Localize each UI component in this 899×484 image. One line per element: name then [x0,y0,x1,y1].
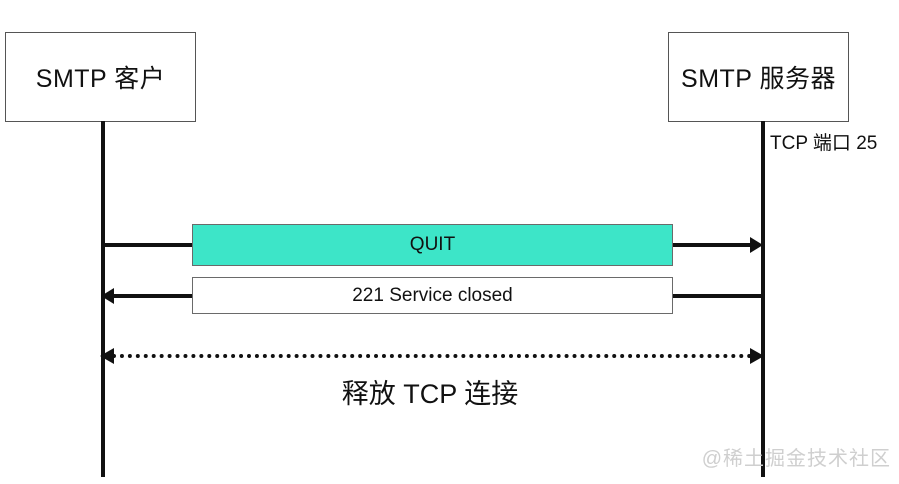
port-annotation-label: TCP 端口 25 [770,133,878,154]
message-line-quit-left [101,243,194,247]
message-label-quit: QUIT [409,234,456,255]
lifeline-server [761,121,765,477]
arrowhead-left-icon-release [100,348,114,364]
watermark-text: @稀土掘金技术社区 [701,448,891,470]
participant-box-client: SMTP 客户 [5,32,196,122]
message-line-quit-right [671,243,757,247]
message-line-reply-right [671,294,763,298]
message-bar-quit: QUIT [192,224,673,266]
arrowhead-right-icon-release [750,348,764,364]
arrowhead-right-icon-quit [750,237,763,253]
participant-label-server: SMTP 服务器 [681,65,836,93]
message-line-release-dotted [112,354,752,358]
message-label-release: 释放 TCP 连接 [341,379,519,409]
message-bar-reply-221: 221 Service closed [192,277,673,314]
participant-label-client: SMTP 客户 [35,65,166,93]
arrowhead-left-icon-reply [101,288,114,304]
message-line-reply-left [109,294,194,298]
participant-box-server: SMTP 服务器 [668,32,849,122]
message-label-reply-221: 221 Service closed [352,284,513,306]
